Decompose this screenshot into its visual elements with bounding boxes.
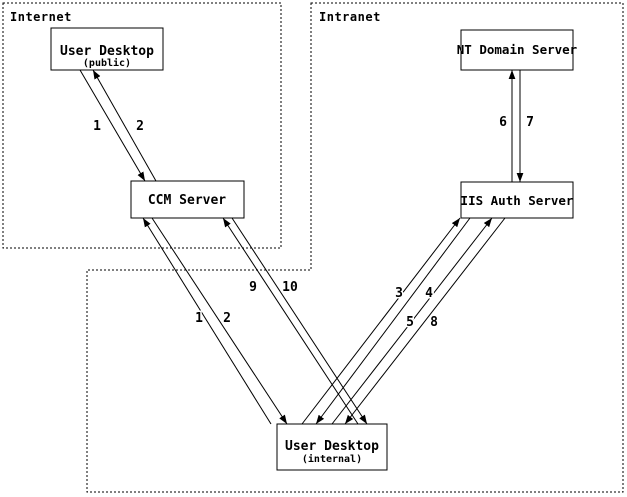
intranet-zone: Intranet bbox=[86, 2, 624, 493]
flow-1-public-desktop-to-ccm-line bbox=[79, 69, 146, 182]
node-iis-auth-server: IIS Auth Server bbox=[460, 181, 574, 219]
flow-2-ccm-to-public-desktop-line bbox=[92, 69, 157, 182]
user-desktop-internal-title: User Desktop bbox=[285, 439, 379, 454]
ccm-server-title: CCM Server bbox=[148, 193, 226, 208]
flow-7-label: 7 bbox=[526, 115, 534, 130]
flow-5-internal-desktop-to-iis-line bbox=[331, 217, 493, 425]
flow-2-internal-label: 2 bbox=[223, 311, 231, 326]
flow-9-internal-desktop-to-ccm-line bbox=[222, 217, 359, 425]
flow-3-label: 3 bbox=[395, 286, 403, 301]
flow-5-label: 5 bbox=[406, 315, 414, 330]
user-desktop-public-subtitle: (public) bbox=[83, 57, 131, 69]
node-nt-domain-server: NT Domain Server bbox=[457, 29, 578, 71]
flow-4-iis-to-internal-desktop-line bbox=[315, 217, 471, 425]
flow-1-public-label: 1 bbox=[93, 119, 101, 134]
intranet-zone-label: Intranet bbox=[319, 10, 381, 24]
flow-lines bbox=[79, 69, 524, 425]
node-user-desktop-public: User Desktop (public) bbox=[50, 27, 164, 71]
flow-10-label: 10 bbox=[282, 280, 298, 295]
flow-2-ccm-to-internal-desktop-line bbox=[151, 217, 288, 425]
internet-zone-border bbox=[2, 2, 282, 249]
internet-zone: Internet bbox=[2, 2, 282, 249]
node-user-desktop-internal: User Desktop (internal) bbox=[276, 423, 388, 471]
flow-10-ccm-to-internal-desktop-line bbox=[231, 217, 368, 425]
user-desktop-internal-subtitle: (internal) bbox=[302, 453, 362, 465]
node-ccm-server: CCM Server bbox=[130, 180, 245, 219]
flow-8-label: 8 bbox=[430, 315, 438, 330]
user-desktop-internal-box bbox=[276, 423, 388, 471]
flow-8-iis-to-internal-desktop-line bbox=[344, 217, 506, 425]
intranet-zone-border bbox=[86, 2, 624, 493]
flow-1-internal-label: 1 bbox=[195, 311, 203, 326]
internet-zone-label: Internet bbox=[10, 10, 72, 24]
flow-6-label: 6 bbox=[499, 115, 507, 130]
flow-2-public-label: 2 bbox=[136, 119, 144, 134]
iis-auth-server-title: IIS Auth Server bbox=[461, 193, 574, 208]
user-desktop-public-title: User Desktop bbox=[60, 44, 154, 59]
flow-1-internal-desktop-to-ccm-line bbox=[142, 217, 272, 425]
flow-3-internal-desktop-to-iis-line bbox=[301, 217, 461, 425]
user-desktop-public-box bbox=[50, 27, 164, 71]
flow-4-label: 4 bbox=[425, 286, 433, 301]
ccm-server-box bbox=[130, 180, 245, 219]
nt-domain-server-box bbox=[460, 29, 574, 71]
flow-9-label: 9 bbox=[249, 280, 257, 295]
nt-domain-server-title: NT Domain Server bbox=[457, 42, 578, 57]
iis-auth-server-box bbox=[460, 181, 574, 219]
flow-labels: 1 2 1 2 9 10 3 4 5 8 6 7 bbox=[92, 114, 536, 332]
